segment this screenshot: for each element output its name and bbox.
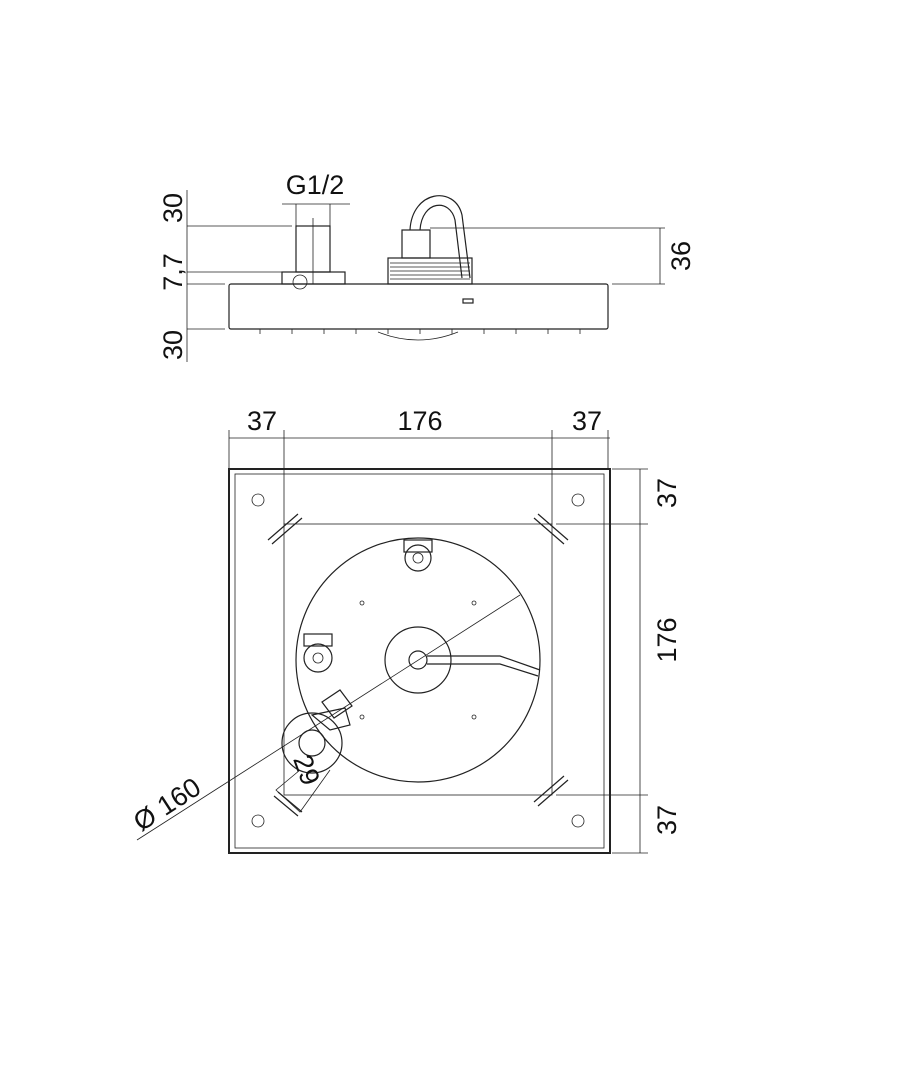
hose [409, 195, 471, 279]
dim-side-top: 30 [158, 193, 188, 223]
dim-side-right: 36 [666, 241, 696, 271]
plate-outline [228, 468, 611, 854]
nozzles [259, 329, 581, 334]
dim-side-mid: 7,7 [158, 253, 188, 291]
dim-top-right: 37 [572, 406, 602, 436]
diameter-label: Ø 160 [128, 772, 206, 837]
hose-fitting [401, 229, 431, 259]
dim-side-bottom: 30 [158, 330, 188, 360]
inlet-dim-label: 29 [287, 751, 325, 789]
shower-plate-side [228, 283, 609, 330]
screw-holes [251, 493, 585, 828]
inlet-base [281, 271, 346, 285]
top-view: 29 Ø 160 37 176 37 37 176 37 [128, 406, 682, 854]
inner-square [283, 523, 553, 796]
diameter-leader [136, 594, 521, 841]
dim-top-center: 176 [397, 406, 442, 436]
dim-right-top: 37 [652, 478, 682, 508]
center-disc [295, 537, 541, 783]
logo-mark [462, 298, 474, 304]
center-dome [377, 331, 459, 341]
dim-right-center: 176 [652, 617, 682, 662]
side-view: G1/2 30 7,7 30 36 [158, 170, 696, 362]
connector-top [403, 539, 433, 572]
center-boss [384, 626, 452, 694]
connector-left [303, 633, 333, 673]
thread-label: G1/2 [286, 170, 345, 200]
dim-top-left: 37 [247, 406, 277, 436]
dim-right-bottom: 37 [652, 805, 682, 835]
inlet-fitting [275, 689, 353, 813]
